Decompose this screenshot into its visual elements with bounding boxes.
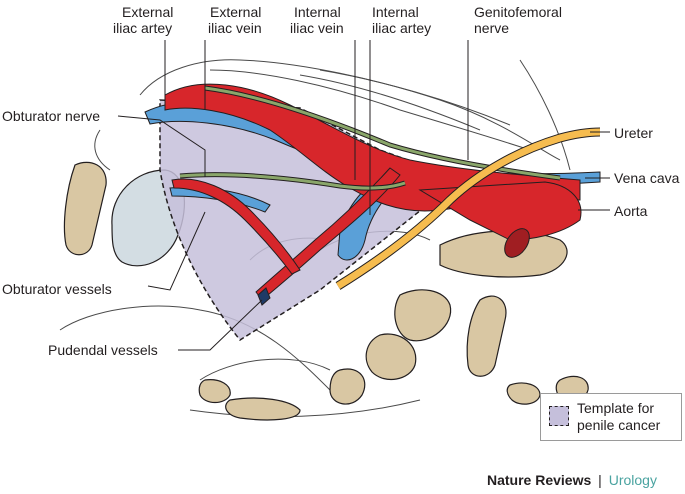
label-external-iliac-vein-line1: External bbox=[210, 4, 262, 20]
femur-bone bbox=[63, 161, 107, 256]
brand-footer: Nature Reviews | Urology bbox=[487, 472, 657, 488]
obturator-nerve bbox=[179, 173, 406, 190]
label-internal-iliac-artery-line2: iliac artey bbox=[372, 20, 432, 36]
legend-swatch bbox=[549, 406, 569, 426]
label-external-iliac-artery-line1: External bbox=[122, 4, 174, 20]
label-obturator-nerve: Obturator nerve bbox=[2, 108, 101, 124]
body-outline bbox=[59, 59, 571, 418]
legend-line1: Template for bbox=[577, 400, 655, 416]
label-ureter: Ureter bbox=[614, 125, 653, 141]
leader-lines bbox=[117, 40, 610, 351]
label-external-iliac-artery-line2: iliac artey bbox=[113, 20, 173, 36]
leader-pudendal-vessels bbox=[178, 299, 263, 351]
aorta-cut-end bbox=[504, 228, 530, 258]
label-genitofemoral-line2: nerve bbox=[474, 20, 510, 36]
label-external-iliac-vein-line2: iliac vein bbox=[208, 20, 262, 36]
label-obturator-vessels: Obturator vessels bbox=[2, 281, 112, 297]
label-internal-iliac-vein-line1: Internal bbox=[294, 4, 341, 20]
ureter bbox=[336, 128, 601, 289]
label-internal-iliac-vein-line2: iliac vein bbox=[290, 20, 344, 36]
pelvic-bones bbox=[63, 161, 589, 421]
brand-journal: Nature Reviews bbox=[487, 472, 592, 488]
obturator-artery bbox=[171, 178, 301, 275]
brand-separator: | bbox=[598, 472, 602, 488]
label-vena-cava: Vena cava bbox=[614, 170, 680, 186]
label-genitofemoral-line1: Genitofemoral bbox=[474, 4, 562, 20]
leader-obturator-vessels bbox=[147, 211, 206, 291]
label-pudendal-vessels: Pudendal vessels bbox=[48, 342, 158, 358]
label-aorta: Aorta bbox=[614, 203, 648, 219]
leader-obturator-nerve bbox=[117, 115, 206, 177]
legend: Template for penile cancer bbox=[540, 393, 682, 441]
legend-line2: penile cancer bbox=[577, 417, 661, 433]
genitofemoral-nerve bbox=[204, 86, 561, 180]
label-internal-iliac-artery-line1: Internal bbox=[372, 4, 419, 20]
brand-section: Urology bbox=[608, 472, 657, 488]
sacrum-top bbox=[439, 230, 568, 278]
